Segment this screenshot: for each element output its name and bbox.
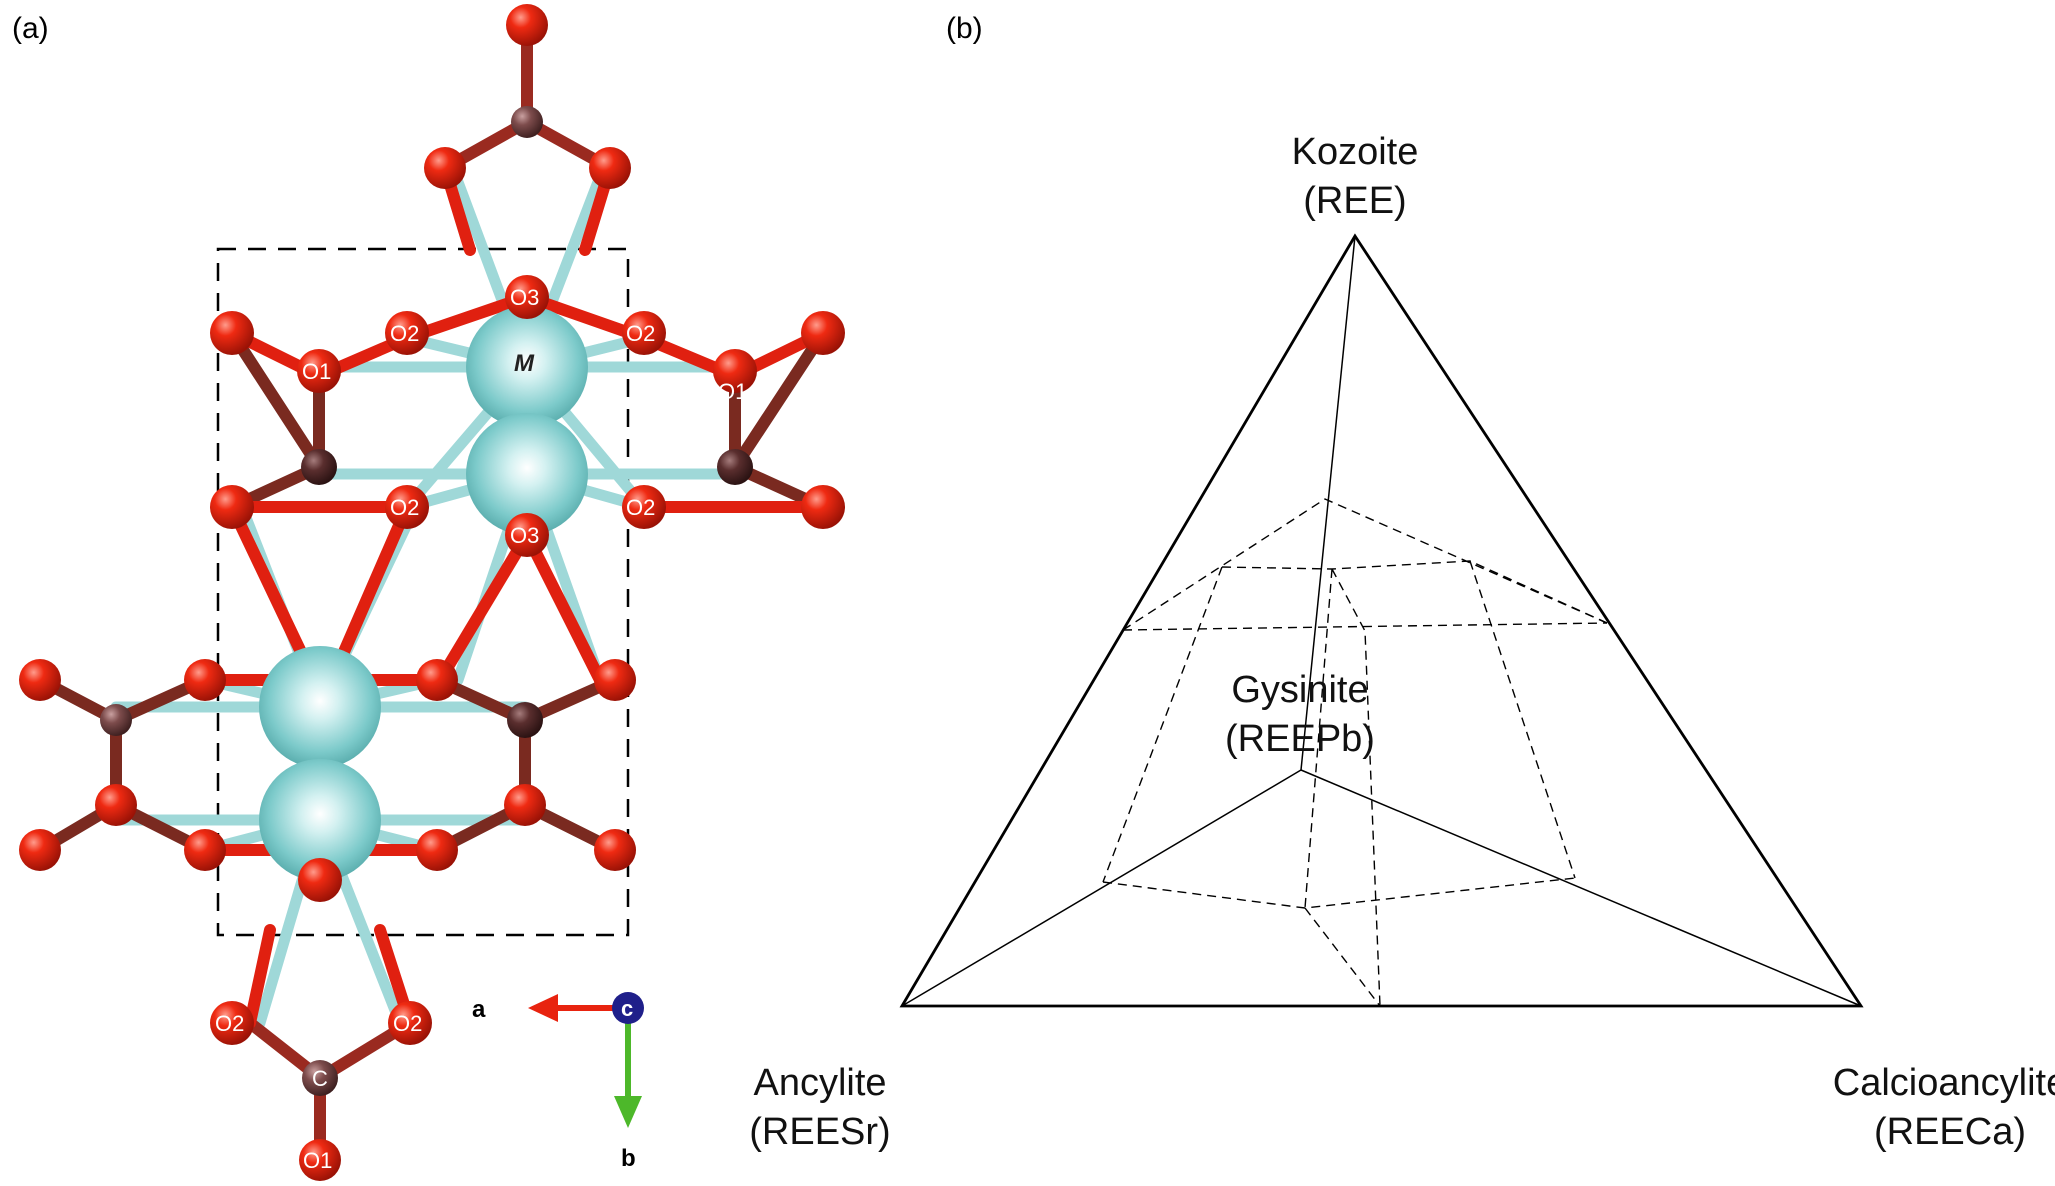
atom-label-o1: O1 <box>302 359 331 384</box>
oxygen-atom <box>594 659 636 701</box>
carbon-atoms <box>100 106 753 1096</box>
carbon-atom <box>302 1060 338 1096</box>
oxygen-atom <box>424 147 466 189</box>
carbon-atom <box>100 704 132 736</box>
oxygen-atom <box>622 485 666 529</box>
carbon-atom <box>301 449 337 485</box>
oxygen-atom <box>95 784 137 826</box>
metal-oxygen-bonds <box>110 176 741 1029</box>
unit-cell-box <box>216 247 630 937</box>
atom-label-o2: O2 <box>393 1011 422 1036</box>
vertex-label-inner-formula: (REEPb) <box>1225 718 1375 760</box>
oxygen-atom <box>210 485 254 529</box>
oxygen-atoms <box>19 4 845 1181</box>
atom-label-o2: O2 <box>626 495 655 520</box>
oxygen-atom <box>184 829 226 871</box>
atom-label-o2: O2 <box>626 321 655 346</box>
atom-label-o2: O2 <box>215 1011 244 1036</box>
metal-atoms <box>259 306 588 881</box>
metal-atom <box>259 759 381 881</box>
axis-label-a: a <box>472 996 486 1023</box>
axis-indicator: c a b <box>472 992 644 1172</box>
oxygen-atom <box>713 349 757 393</box>
oxygen-atom <box>416 829 458 871</box>
oxygen-atom <box>505 513 549 557</box>
atom-label-o1: O1 <box>303 1148 332 1173</box>
oxygen-atom <box>801 485 845 529</box>
vertex-labels: Kozoite (REE) Ancylite (REESr) Calcioanc… <box>749 131 2055 1153</box>
vertex-label-left-formula: (REESr) <box>749 1111 890 1153</box>
oxygen-atom <box>210 1001 254 1045</box>
oxygen-atom <box>184 659 226 701</box>
oxygen-atom <box>416 659 458 701</box>
metal-atom <box>259 646 381 768</box>
oxygen-atom <box>506 4 548 46</box>
vertex-label-top-formula: (REE) <box>1303 180 1406 222</box>
carbonate-bonds <box>34 19 829 1166</box>
oxygen-atom <box>589 147 631 189</box>
oxygen-atom <box>299 1139 341 1181</box>
atom-label-o3: O3 <box>510 523 539 548</box>
atom-labels: O3 O2 O2 O1 O1 O2 O2 O3 O2 O2 C O1 M <box>215 285 747 1173</box>
c-axis-icon <box>612 992 644 1024</box>
oxygen-atom <box>622 311 666 355</box>
oxygen-atom <box>297 349 341 393</box>
carbon-atom <box>717 449 753 485</box>
atom-label-o2: O2 <box>390 495 419 520</box>
atom-label-o3: O3 <box>510 285 539 310</box>
vertex-label-left-name: Ancylite <box>753 1062 886 1104</box>
oxygen-atom <box>594 829 636 871</box>
panel-b-label: (b) <box>946 12 983 45</box>
oxygen-atom <box>385 311 429 355</box>
atom-label-o1: O1 <box>718 379 747 404</box>
axis-label-c: c <box>621 996 633 1021</box>
metal-atom <box>466 306 588 428</box>
atom-label-o2: O2 <box>390 321 419 346</box>
oxygen-atom <box>385 485 429 529</box>
inner-edges <box>901 235 1862 1007</box>
oxygen-atom <box>801 311 845 355</box>
metal-atom <box>466 413 588 535</box>
arrow-down-icon <box>614 1096 642 1128</box>
metal-site-label: M <box>514 350 535 377</box>
crystal-structure: O3 O2 O2 O1 O1 O2 O2 O3 O2 O2 C O1 M c a… <box>19 4 845 1181</box>
oxygen-atom <box>504 784 546 826</box>
vertex-label-right-name: Calcioancylite <box>1833 1062 2055 1104</box>
atom-label-c: C <box>312 1066 328 1091</box>
carbon-atom <box>507 702 543 738</box>
dashed-subregions <box>1102 498 1608 1007</box>
vertex-label-right-formula: (REECa) <box>1874 1111 2026 1153</box>
oxygen-atom <box>505 275 549 319</box>
oxygen-atom <box>19 829 61 871</box>
arrow-left-icon <box>528 994 558 1022</box>
oxygen-atom <box>298 858 342 902</box>
vertex-label-top-name: Kozoite <box>1292 131 1419 173</box>
vertex-label-inner-name: Gysinite <box>1231 669 1368 711</box>
composition-diagram: Kozoite (REE) Ancylite (REESr) Calcioanc… <box>749 131 2055 1153</box>
outer-triangle <box>899 233 1864 1008</box>
oxygen-atom <box>210 311 254 355</box>
oxygen-atom <box>388 1001 432 1045</box>
carbon-atom <box>511 106 543 138</box>
panel-a-label: (a) <box>12 12 49 45</box>
axis-label-b: b <box>621 1145 636 1172</box>
oxygen-atom <box>19 659 61 701</box>
